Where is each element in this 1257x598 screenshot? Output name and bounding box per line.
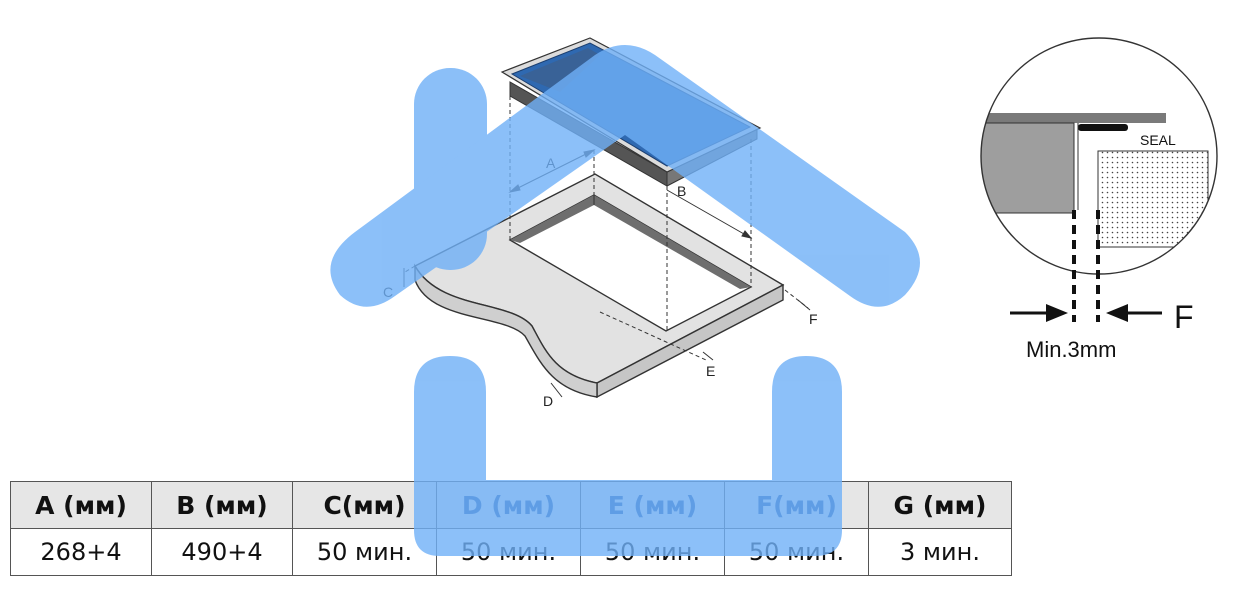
header-a: A (мм) — [10, 481, 152, 529]
seal-detail: SEAL F Min.3mm — [980, 37, 1218, 362]
value-a: 268+4 — [10, 528, 152, 576]
value-f: 50 мин. — [724, 528, 869, 576]
label-seal: SEAL — [1140, 132, 1176, 148]
value-g: 3 мин. — [868, 528, 1012, 576]
value-e: 50 мин. — [580, 528, 725, 576]
label-e: E — [706, 363, 715, 379]
table-values-row: 268+4 490+4 50 мин. 50 мин. 50 мин. 50 м… — [10, 528, 1012, 576]
label-c: C — [383, 284, 393, 300]
dimensions-table: A (мм) B (мм) C(мм) D (мм) E (мм) F(мм) … — [10, 481, 1012, 576]
label-a: A — [546, 155, 556, 171]
value-d: 50 мин. — [436, 528, 581, 576]
label-f-small: F — [809, 311, 818, 327]
countertop — [414, 173, 785, 399]
detail-hob-plate — [981, 113, 1166, 123]
detail-seal — [1078, 124, 1128, 131]
detail-countertop-left — [981, 122, 1075, 214]
header-g: G (мм) — [868, 481, 1012, 529]
header-f: F(мм) — [724, 481, 869, 529]
label-d: D — [543, 393, 553, 409]
hob — [500, 37, 762, 187]
header-b: B (мм) — [151, 481, 293, 529]
label-min-gap: Min.3mm — [1026, 337, 1116, 362]
arrow-right-icon — [1046, 304, 1068, 322]
label-b: B — [677, 183, 686, 199]
header-e: E (мм) — [580, 481, 725, 529]
label-f-large: F — [1174, 299, 1194, 335]
detail-countertop-right — [1097, 150, 1209, 248]
header-d: D (мм) — [436, 481, 581, 529]
value-c: 50 мин. — [292, 528, 437, 576]
arrow-left-icon — [1106, 304, 1128, 322]
header-c: C(мм) — [292, 481, 437, 529]
value-b: 490+4 — [151, 528, 293, 576]
table-header-row: A (мм) B (мм) C(мм) D (мм) E (мм) F(мм) … — [10, 481, 1012, 529]
